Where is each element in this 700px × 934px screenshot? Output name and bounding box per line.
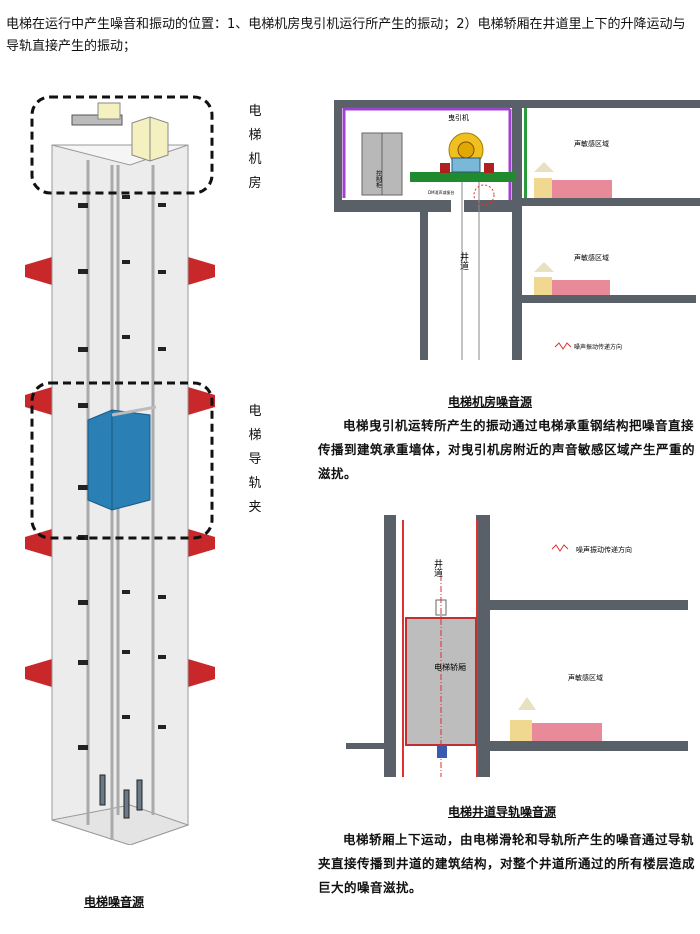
label-control-cabinet: 控制柜	[375, 169, 382, 189]
label-machine-room: 电梯机房	[248, 104, 262, 191]
elevator-car	[87, 405, 157, 511]
elevator-shaft-illustration	[25, 95, 215, 845]
steel-beam	[410, 172, 516, 182]
label-shaft: 井道	[432, 558, 443, 578]
bed-upper	[534, 162, 612, 198]
intro-text: 电梯在运行中产生噪音和振动的位置：1、电梯机房曳引机运行所产生的振动；2）电梯轿…	[6, 17, 686, 54]
legend-vibration-direction: 噪声振动传递方向	[576, 545, 632, 554]
machine-room-highlight	[30, 95, 214, 195]
machine-room-description: 电梯曳引机运转所产生的振动通过电梯承重钢结构把噪音直接传播到建筑承重墙体，对曳引…	[318, 418, 696, 481]
caption-machine-room: 电梯机房噪音源	[448, 395, 533, 409]
label-shaft: 井道	[458, 251, 469, 271]
guide-rail-highlight	[30, 381, 214, 540]
label-sensitive-area: 声敏感区域	[568, 673, 603, 682]
label-traction-machine: 曳引机	[448, 113, 469, 122]
bed	[510, 697, 602, 741]
traction-machine	[71, 102, 169, 162]
label-guide-rail: 电梯导轨夹	[248, 404, 262, 515]
shaft-description: 电梯轿厢上下运动，由电梯滑轮和导轨所产生的噪音通过导轨夹直接传播到井道的建筑结构…	[318, 832, 696, 895]
caption-elevator-noise: 电梯噪音源	[84, 895, 145, 909]
machine-room-diagram: 曳引机 控制柜 DM消声减振台 井道 声敏感区域 声敏感区域 噪声振动传递方向	[334, 100, 700, 360]
legend-vibration-direction: 噪声振动传递方向	[574, 343, 622, 351]
bed-lower	[534, 262, 610, 295]
label-damper: DM消声减振台	[428, 189, 455, 195]
label-car: 电梯轿厢	[434, 662, 466, 672]
label-sensitive-area-1: 声敏感区域	[574, 139, 609, 148]
shaft-guide-rail-diagram: 井道 电梯轿厢 声敏感区域 噪声振动传递方向	[346, 515, 688, 777]
control-cabinet	[361, 132, 403, 196]
elevator-car	[405, 617, 477, 746]
label-sensitive-area-2: 声敏感区域	[574, 253, 609, 262]
caption-shaft: 电梯井道导轨噪音源	[448, 805, 557, 819]
